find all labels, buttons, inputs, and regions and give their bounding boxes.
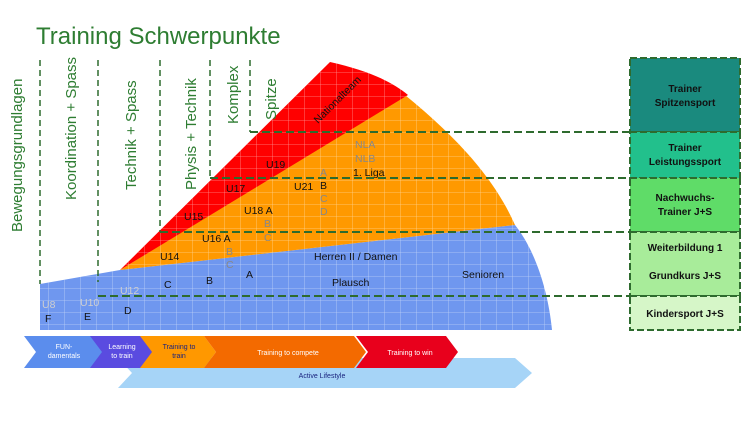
stage-fundamentals-line2: damentals	[48, 353, 81, 360]
column-label: Koordination + Spass	[63, 57, 80, 200]
label-u12: U12	[120, 285, 139, 297]
page-title: Training Schwerpunkte	[36, 23, 281, 50]
label-u19: U19	[266, 159, 285, 171]
box-weiterbildung-line2: Grundkurs J+S	[649, 271, 721, 282]
box-leistungssport	[629, 131, 741, 179]
box-nachwuchs	[629, 177, 741, 233]
label-u21: U21	[294, 181, 313, 193]
column-labels: Bewegungsgrundlagen Koordination + Spass…	[9, 57, 280, 232]
box-leistungssport-line2: Leistungssport	[649, 157, 722, 168]
stage-training-to-train	[140, 336, 216, 368]
stage-training-to-win	[356, 336, 458, 368]
trainer-levels: Trainer Spitzensport Trainer Leistungssp…	[629, 57, 741, 331]
stage-learning-to-train	[90, 336, 154, 368]
label-b: B	[206, 275, 213, 287]
column-label: Technik + Spass	[123, 80, 140, 190]
label-c: C	[164, 279, 172, 291]
label-f: F	[45, 313, 51, 325]
box-spitzensport	[629, 57, 741, 133]
label-u16-b: B	[226, 246, 233, 258]
label-u16-c: C	[226, 259, 234, 271]
label-u16-a: U16 A	[202, 233, 231, 245]
blue-labels: Herren II / Damen Plausch Senioren C B A…	[42, 251, 504, 325]
box-weiterbildung	[629, 231, 741, 297]
stage-learning-line1: Learning	[108, 344, 135, 351]
box-kindersport-line1: Kindersport J+S	[646, 309, 724, 320]
stage-training-to-train-line1: Training to	[163, 344, 196, 351]
label-u10: U10	[80, 297, 99, 309]
box-nachwuchs-line2: Trainer J+S	[658, 207, 713, 218]
box-weiterbildung-line1: Weiterbildung 1	[648, 243, 723, 254]
label-u21-b: B	[320, 180, 327, 192]
stage-training-to-win-label: Training to win	[387, 350, 432, 357]
label-u21-a: A	[320, 167, 327, 179]
box-spitzensport-line2: Spitzensport	[655, 98, 716, 109]
box-spitzensport-line1: Trainer	[668, 84, 701, 95]
label-plausch: Plausch	[332, 277, 370, 289]
stage-training-to-compete-label: Training to compete	[257, 350, 319, 357]
label-u15: U15	[184, 211, 203, 223]
stage-training-to-train-line2: train	[172, 353, 186, 360]
column-label: Bewegungsgrundlagen	[9, 79, 26, 232]
label-senioren: Senioren	[462, 269, 504, 281]
column-dividers	[39, 60, 251, 284]
label-e: E	[84, 311, 91, 323]
column-label: Physis + Technik	[183, 78, 200, 190]
label-u17: U17	[226, 183, 245, 195]
stage-learning-line2: to train	[111, 353, 133, 360]
level-lines	[98, 131, 630, 297]
active-lifestyle-label: Active Lifestyle	[299, 373, 346, 380]
orange-labels: NLA NLB 1. Liga U21 A B C D U18 A B C U1…	[160, 139, 385, 271]
ltad-stages: FUN- damentals Learning to train Trainin…	[24, 336, 458, 368]
stage-fundamentals-line1: FUN-	[56, 344, 73, 351]
label-u21-d: D	[320, 206, 328, 218]
label-a: A	[246, 269, 253, 281]
column-label: Komplex	[225, 65, 242, 124]
stage-fundamentals	[24, 336, 106, 368]
label-u21-c: C	[320, 193, 328, 205]
label-herren-damen: Herren II / Damen	[314, 251, 398, 263]
label-nla: NLA	[355, 139, 375, 151]
box-kindersport	[629, 295, 741, 331]
label-u18-c: C	[264, 232, 272, 244]
stage-training-to-compete	[204, 336, 366, 368]
label-d: D	[124, 305, 132, 317]
column-label: Spitze	[263, 78, 280, 120]
box-leistungssport-line1: Trainer	[668, 143, 701, 154]
box-nachwuchs-line1: Nachwuchs-	[656, 193, 715, 204]
grid-overlay	[40, 62, 552, 330]
label-nlb: NLB	[355, 153, 375, 165]
label-u14: U14	[160, 251, 179, 263]
label-u8: U8	[42, 299, 56, 311]
label-u18-a: U18 A	[244, 205, 273, 217]
label-1-liga: 1. Liga	[353, 167, 385, 179]
label-u18-b: B	[264, 218, 271, 230]
